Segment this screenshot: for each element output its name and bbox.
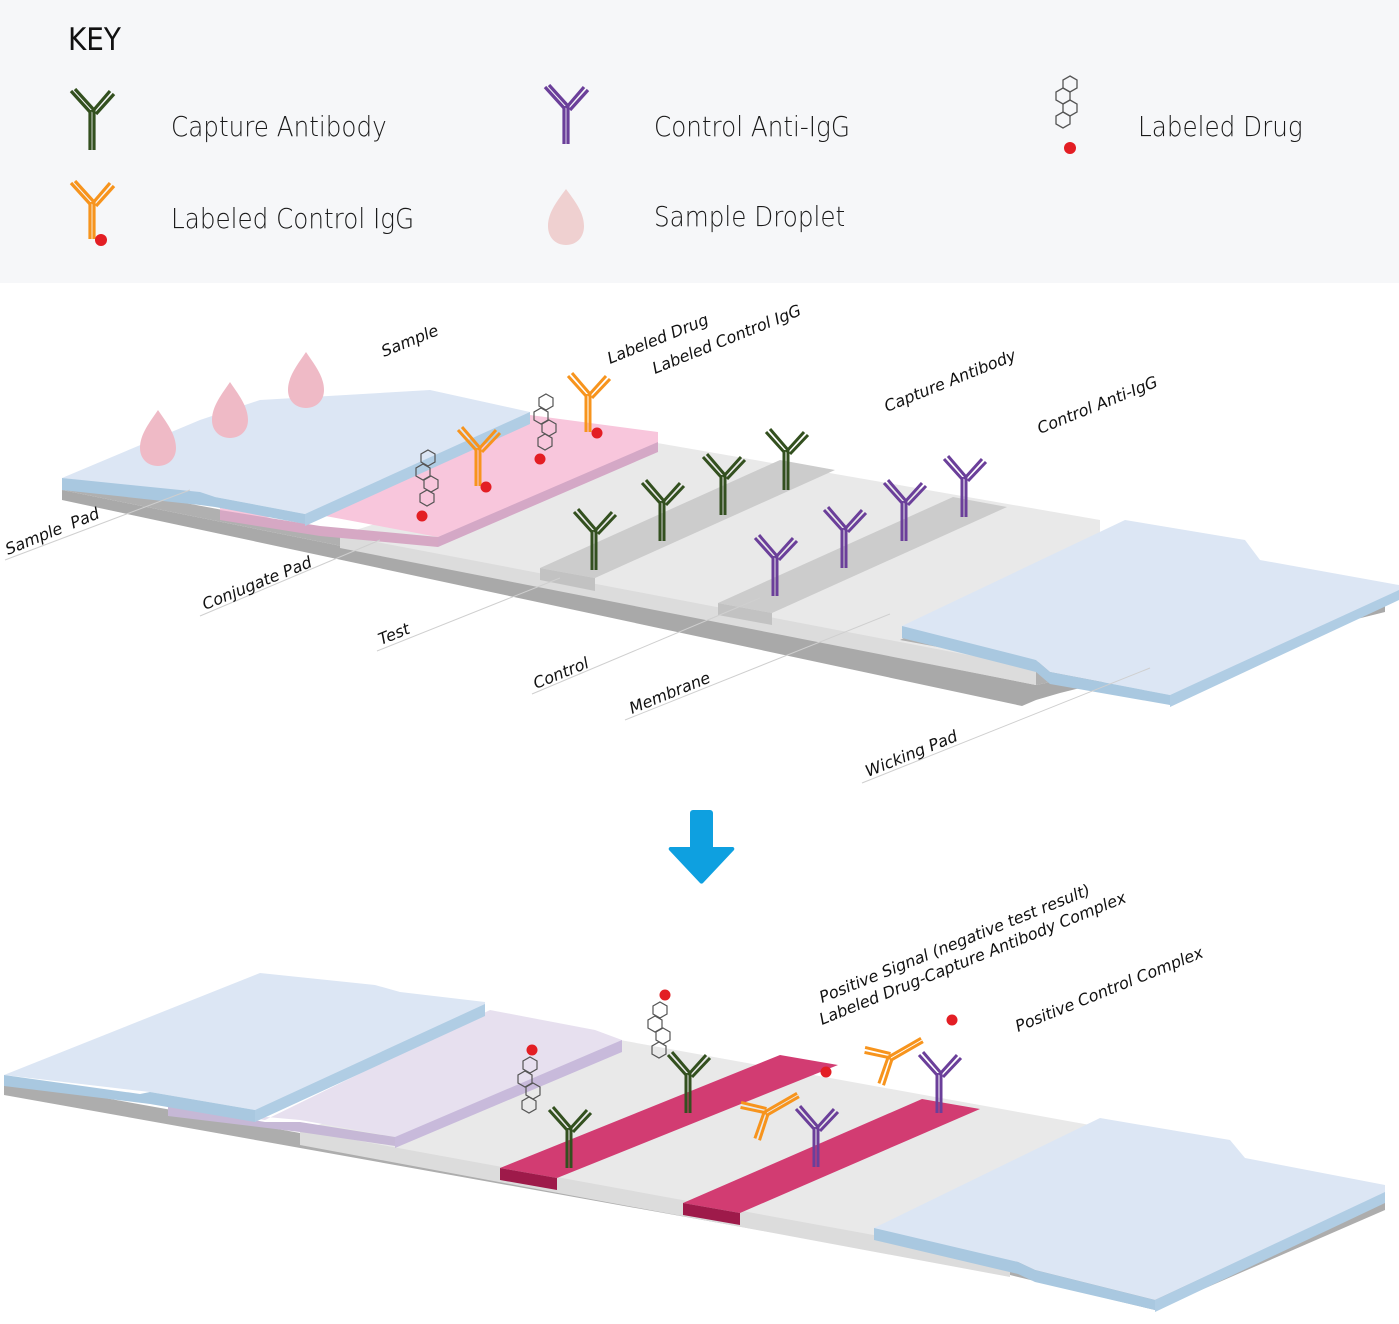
conjugate-pad <box>168 1010 622 1137</box>
control-signal-band <box>683 1099 980 1213</box>
wicking-pad-side <box>1170 590 1399 707</box>
labeled-control-igg <box>858 1019 934 1089</box>
test-band-edge <box>540 568 595 591</box>
label-dot <box>534 453 546 465</box>
sample-pad <box>4 973 485 1110</box>
label-dot <box>820 1066 832 1078</box>
leader-line <box>199 539 381 617</box>
wicking-pad-side <box>1155 1192 1385 1312</box>
label-conjugate-pad: Conjugate Pad <box>199 552 315 614</box>
key-label: Labeled Drug <box>1138 110 1303 143</box>
control-band-edge <box>718 603 772 625</box>
label-positive-control-complex: Positive Control Complex <box>1012 943 1206 1036</box>
leader-line <box>376 577 561 652</box>
label-sample-pad: Sample Pad <box>2 503 102 558</box>
label-control: Control <box>530 653 592 693</box>
key-label: Sample Droplet <box>654 200 846 233</box>
label-control-anti-igg: Control Anti-IgG <box>1034 372 1160 438</box>
sample-pad-edge <box>62 478 305 524</box>
wicking-pad <box>902 520 1399 695</box>
strip-after: Positive Signal (negative test result) L… <box>4 880 1385 1312</box>
conjugate-pad-edge <box>220 510 438 547</box>
sample-pad-side <box>255 1004 485 1122</box>
test-signal-band <box>500 1055 838 1178</box>
label-wicking-pad: Wicking Pad <box>862 726 961 781</box>
label-dot <box>416 510 428 522</box>
leader-line <box>624 613 891 721</box>
wicking-pad-edge <box>902 626 1170 705</box>
capture-antibody-icon <box>69 88 116 150</box>
label-dot <box>526 1044 538 1056</box>
test-signal-band-edge <box>500 1168 557 1190</box>
droplet <box>140 410 176 466</box>
leader-line <box>861 667 1151 784</box>
control-signal-band-edge <box>683 1203 740 1225</box>
conjugate-pad-side <box>395 1040 622 1148</box>
strip-before: Sample Labeled Drug Labeled Control IgG … <box>2 301 1399 784</box>
sample-droplet-icon <box>548 189 584 245</box>
droplet <box>288 352 324 408</box>
label-capture-antibody: Capture Antibody <box>881 345 1019 415</box>
wicking-pad <box>874 1118 1385 1300</box>
key-panel: KEY Capture Antibody Control Anti-IgG <box>0 0 1399 283</box>
labeled-control-igg-icon <box>69 180 116 246</box>
label-dot <box>946 1014 958 1026</box>
label-positive-signal: Positive Signal (negative test result) <box>816 880 1093 1006</box>
control-band <box>718 497 1007 613</box>
label-dot <box>659 989 671 1001</box>
membrane-edge <box>300 1130 1010 1277</box>
membrane-edge <box>340 535 1036 685</box>
label-sample: Sample <box>378 321 441 361</box>
labeled-drug-icon <box>1055 75 1078 154</box>
label-membrane: Membrane <box>626 668 713 718</box>
control-anti-igg-icon <box>543 84 590 144</box>
key-label: Control Anti-IgG <box>654 110 850 143</box>
wicking-pad-edge <box>874 1228 1155 1310</box>
droplet <box>212 382 248 438</box>
down-arrow-icon <box>668 810 735 884</box>
leader-line <box>531 597 761 695</box>
test-band <box>540 460 835 578</box>
key-label: Capture Antibody <box>171 110 387 143</box>
sample-pad-edge <box>4 1075 255 1122</box>
label-dot <box>480 481 492 493</box>
conjugate-pad-side <box>438 442 658 547</box>
key-label: Labeled Control IgG <box>171 202 415 235</box>
leader-line <box>4 489 191 561</box>
label-dot <box>591 427 603 439</box>
key-title: KEY <box>68 22 121 58</box>
sample-pad <box>62 390 530 514</box>
